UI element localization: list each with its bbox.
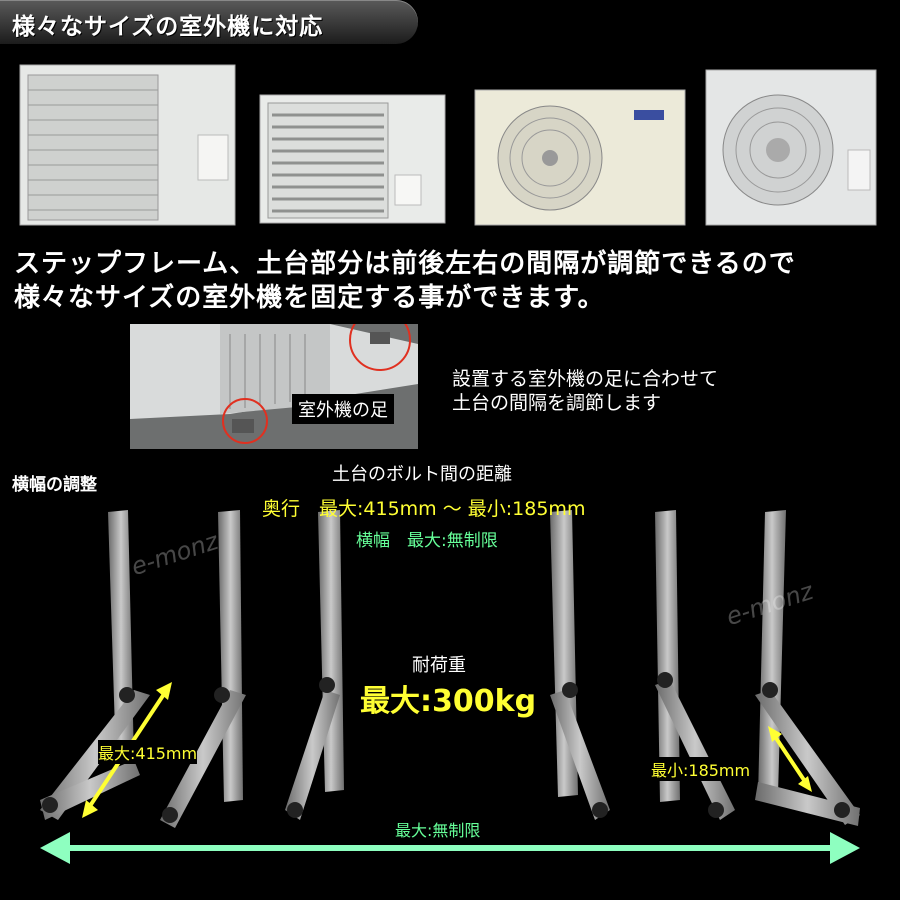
bracket-left-1 bbox=[40, 510, 150, 820]
page-title: 様々なサイズの室外機に対応 bbox=[12, 14, 324, 40]
title-bar bbox=[0, 0, 418, 44]
bracket-right-3 bbox=[755, 510, 860, 826]
unit-feet-label: 室外機の足 bbox=[292, 394, 394, 424]
min-depth-label: 最小:185mm bbox=[651, 757, 751, 781]
spec-width: 横幅 最大:無制限 bbox=[356, 531, 498, 551]
intro-line-1: ステップフレーム、土台部分は前後左右の間隔が調節できるので bbox=[14, 249, 796, 279]
load-heading: 耐荷重 bbox=[412, 655, 466, 676]
max-width-label: 最大:無制限 bbox=[395, 821, 481, 840]
min-depth-arrow bbox=[768, 726, 812, 792]
bracket-left-2 bbox=[160, 510, 246, 828]
outdoor-unit-1-image bbox=[19, 64, 236, 226]
note-line-1: 設置する室外機の足に合わせて bbox=[452, 368, 719, 390]
intro-line-2: 様々なサイズの室外機を固定する事ができます。 bbox=[14, 283, 605, 313]
spec-depth: 奥行 最大:415mm ～ 最小:185mm bbox=[262, 498, 586, 520]
max-depth-label: 最大:415mm bbox=[98, 740, 198, 764]
section-label: 横幅の調整 bbox=[12, 475, 97, 495]
outdoor-units-row bbox=[19, 64, 877, 226]
max-width-arrow bbox=[40, 832, 860, 864]
outdoor-unit-2-image bbox=[259, 94, 446, 224]
bracket-left-3 bbox=[285, 510, 344, 820]
bracket-right-1 bbox=[550, 510, 610, 820]
unit-feet-photo: 室外機の足 bbox=[130, 324, 418, 449]
note-line-2: 土台の間隔を調節します bbox=[452, 392, 662, 414]
spec-heading: 土台のボルト間の距離 bbox=[332, 464, 512, 485]
bracket-illustration bbox=[40, 510, 860, 864]
outdoor-unit-3-image bbox=[474, 89, 686, 226]
outdoor-unit-4-image bbox=[705, 69, 877, 226]
bracket-right-2 bbox=[655, 510, 735, 820]
load-value: 最大:300kg bbox=[360, 684, 537, 719]
